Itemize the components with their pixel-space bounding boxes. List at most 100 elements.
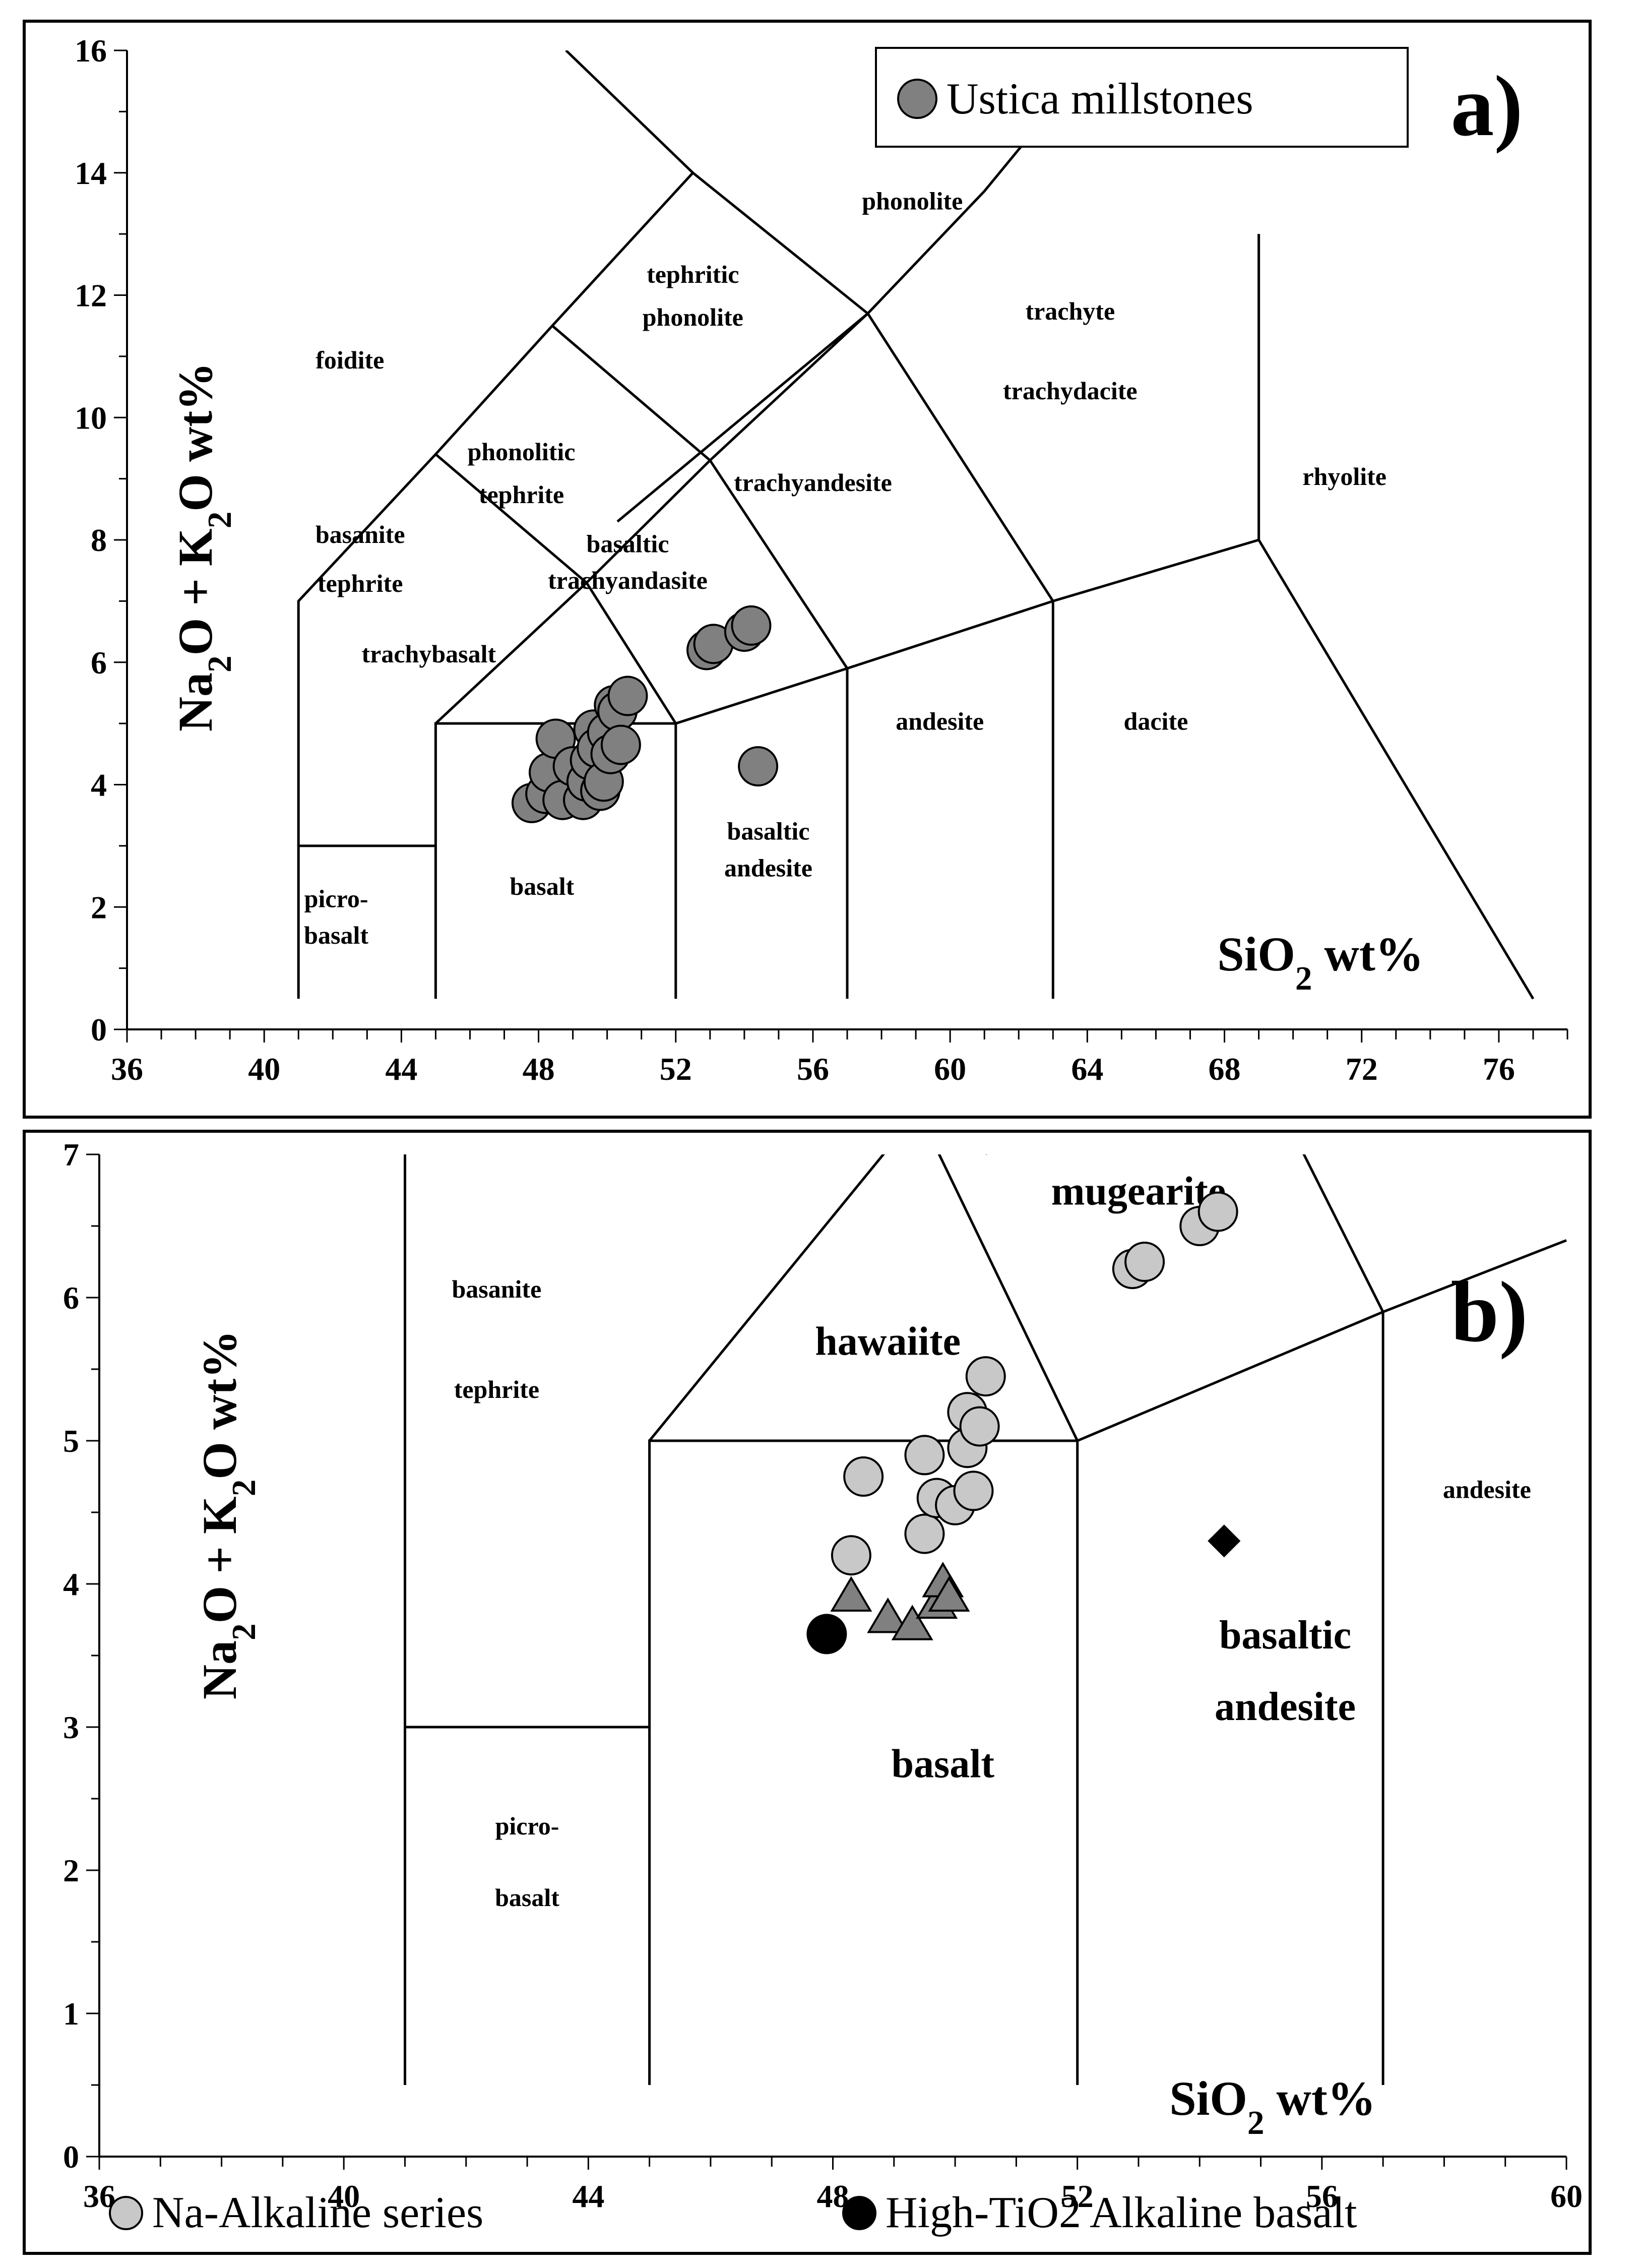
field-label: phonolitic [468, 438, 576, 466]
x-tick-label: 40 [328, 2178, 360, 2214]
y-tick-label: 4 [63, 1566, 79, 1602]
field-label: picro- [495, 1812, 559, 1840]
data-point-circle [1197, 1191, 1238, 1232]
field-label: basanite [452, 1275, 541, 1303]
x-tick-label: 44 [385, 1051, 417, 1087]
data-point-circle [904, 1435, 945, 1476]
y-axis-title-part: O wt% [193, 1330, 246, 1480]
x-axis-title-part: SiO [1217, 927, 1295, 981]
y-axis-title: Na2O + K2O wt% [168, 362, 238, 732]
y-tick-label: 0 [91, 1012, 107, 1048]
y-axis-title-part: Na [168, 672, 222, 731]
x-tick-label: 60 [1550, 2178, 1583, 2214]
field-boundary-line [648, 1154, 885, 1442]
x-tick-label: 52 [660, 1051, 692, 1087]
field-label: dacite [1124, 707, 1188, 735]
y-tick-label: 6 [63, 1280, 79, 1316]
field-label: basalt [510, 872, 574, 900]
y-tick-label: 1 [63, 1996, 79, 2032]
y-axis-title-subscript: 2 [225, 1480, 263, 1497]
panel-letter: a) [1451, 58, 1523, 154]
data-point-circle [806, 1614, 847, 1654]
y-axis-title: Na2O + K2O wt% [193, 1330, 263, 1700]
y-tick-label: 0 [63, 2139, 79, 2175]
field-boundary-line [985, 1154, 987, 1155]
field-label: andesite [724, 854, 812, 882]
series-calcalkaline-basaltic-andesite [1208, 1524, 1241, 1558]
y-axis-title-part: O wt% [168, 362, 222, 512]
x-axis-title-part: wt% [1265, 2071, 1376, 2125]
field-boundary-line [616, 312, 869, 523]
series-tholeiitic-transitional-basalts [830, 1562, 970, 1640]
field-boundary-line [648, 1439, 1079, 2085]
field-label: trachydacite [1003, 377, 1138, 405]
x-tick-label: 48 [523, 1051, 555, 1087]
field-label: trachybasalt [361, 640, 496, 668]
data-point-circle [843, 1456, 884, 1497]
data-point-circle [965, 1356, 1006, 1397]
data-point-triangle [891, 1605, 933, 1640]
x-tick-label: 36 [111, 1051, 143, 1087]
legend-marker-circle [842, 2196, 876, 2230]
field-boundary-line [937, 1154, 1079, 1442]
x-axis-title: SiO2 wt% [1217, 927, 1424, 997]
y-axis-title-subscript: 2 [201, 655, 238, 672]
field-label: basanite [316, 520, 405, 548]
data-point-circle [600, 724, 641, 765]
field-label: andesite [1443, 1476, 1531, 1504]
field-label: tephritic [647, 260, 739, 288]
field-label: trachyte [1025, 297, 1115, 325]
panel-letter: b) [1451, 1264, 1528, 1360]
field-boundary-line [586, 459, 711, 584]
x-axis-title-part: wt% [1312, 927, 1424, 981]
panel-frame [23, 1130, 1592, 2255]
y-tick-label: 2 [63, 1853, 79, 1888]
y-axis-title-subscript: 2 [225, 1623, 263, 1640]
field-boundary-line [551, 313, 869, 462]
legend-label: High-TiO2 Alkaline basalt [886, 2188, 1357, 2237]
y-axis-title-part: Na [193, 1640, 246, 1699]
x-tick-label: 56 [1306, 2178, 1338, 2214]
data-point-circle [738, 746, 779, 787]
data-point-triangle [928, 1576, 970, 1612]
legend-box [875, 47, 1409, 148]
panel-frame [23, 20, 1592, 1119]
data-point-circle [607, 676, 648, 716]
data-point-diamond [1208, 1524, 1241, 1558]
field-label: basalt [892, 1742, 995, 1786]
x-tick-label: 64 [1071, 1051, 1103, 1087]
x-axis-title: SiO2 wt% [1169, 2071, 1376, 2141]
field-label: tephrite [454, 1375, 539, 1403]
field-label: basalt [304, 921, 368, 949]
field-label: basalt [495, 1883, 559, 1912]
x-axis-title-subscript: 2 [1247, 2104, 1265, 2141]
field-label: trachyandesite [734, 468, 892, 497]
y-tick-label: 14 [75, 155, 107, 191]
y-axis-title-subscript: 2 [201, 512, 238, 529]
field-label: andesite [896, 707, 984, 735]
field-label: trachyandasite [548, 566, 708, 594]
field-label: hawaiite [815, 1320, 961, 1364]
field-label: picro- [304, 884, 368, 912]
x-tick-label: 76 [1483, 1051, 1515, 1087]
series-high-tio2-alkaline-basalt [806, 1614, 847, 1654]
y-axis-title-part: O + K [168, 528, 222, 655]
x-axis-title-part: SiO [1169, 2071, 1247, 2125]
series-ustica-millstones [511, 605, 779, 823]
x-tick-label: 68 [1209, 1051, 1241, 1087]
y-tick-label: 12 [75, 278, 107, 314]
data-point-circle [904, 1513, 945, 1554]
data-point-circle [1124, 1242, 1165, 1282]
y-tick-label: 2 [91, 889, 107, 925]
data-point-circle [731, 605, 772, 646]
field-label: rhyolite [1302, 462, 1386, 491]
y-tick-label: 10 [75, 400, 107, 436]
legend-a: Ustica millstones [875, 47, 1409, 148]
field-boundaries [404, 1154, 1567, 2085]
field-boundary-line [1302, 1154, 1384, 1313]
legend-marker-circle [109, 2196, 143, 2230]
x-axis-title-subscript: 2 [1295, 959, 1312, 997]
